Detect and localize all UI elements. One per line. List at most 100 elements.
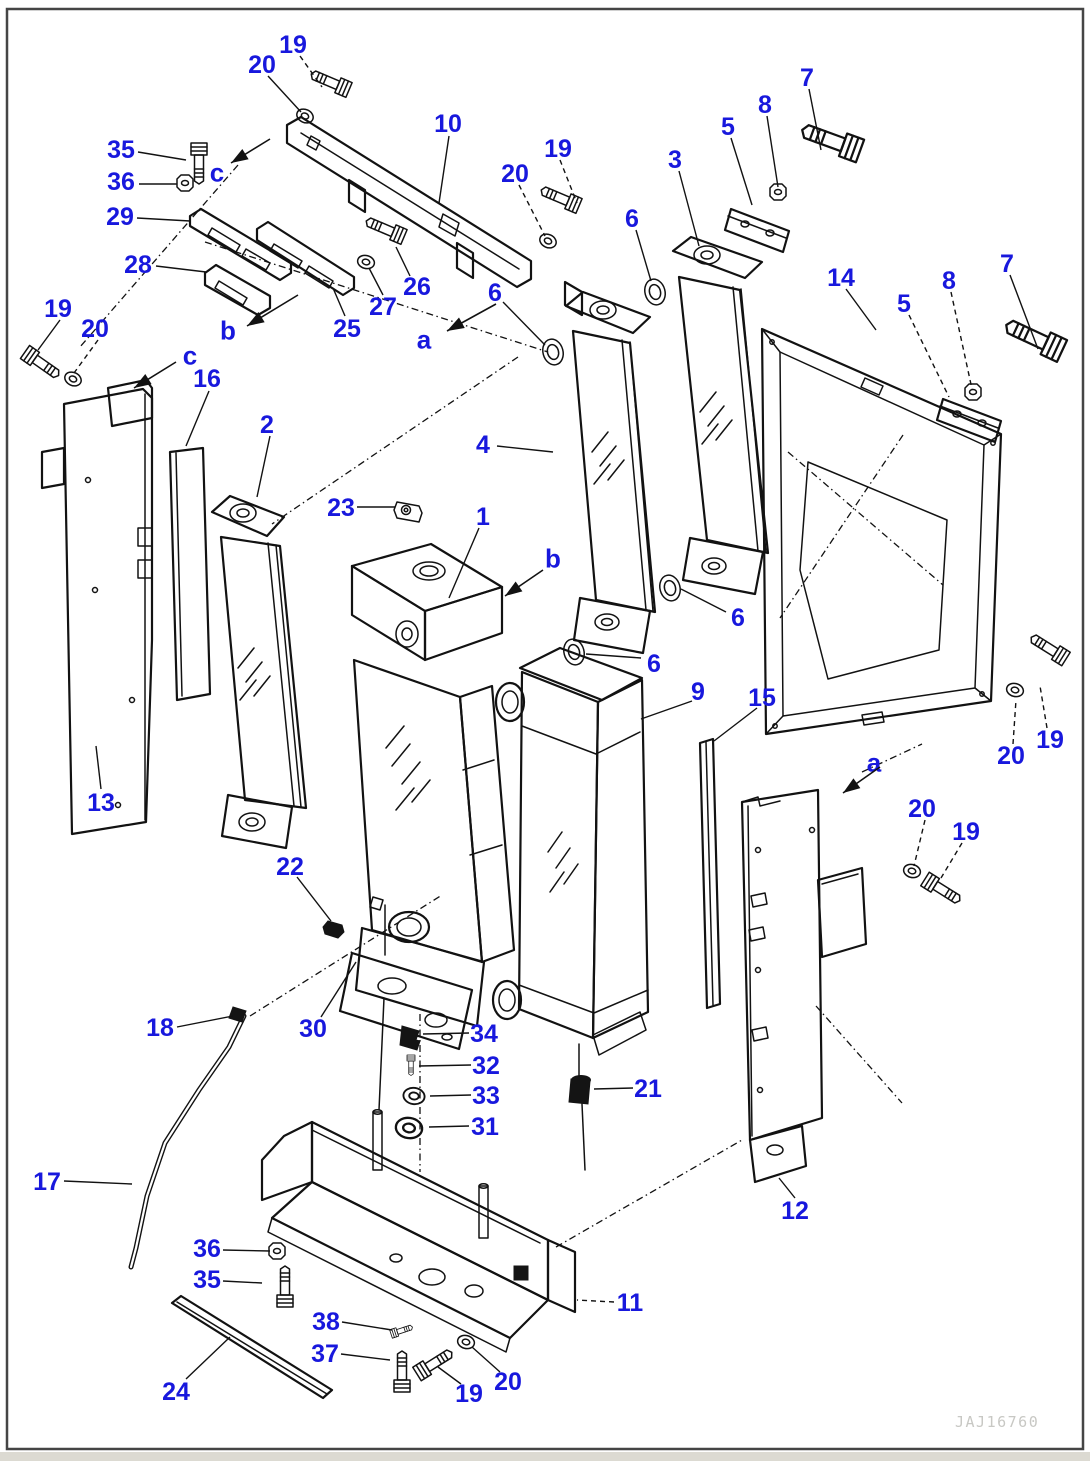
part-25-bracket [255, 220, 356, 297]
view-arrowhead-icon [134, 373, 152, 388]
callout-6: 6 [625, 205, 639, 233]
outlet-pipe [387, 910, 431, 944]
leader-line [640, 700, 693, 720]
assembly-axis [555, 1139, 743, 1248]
callout-20: 20 [908, 795, 936, 823]
callout-20: 20 [81, 315, 109, 343]
callout-23: 23 [327, 494, 355, 522]
part-22-nut [322, 920, 345, 939]
leader-line [713, 707, 758, 742]
callout-9: 9 [691, 678, 705, 706]
leader-line [185, 390, 210, 447]
callout-19: 19 [44, 295, 72, 323]
part-12-right-panel [740, 788, 868, 1184]
leader-line [63, 1180, 133, 1185]
callout-5: 5 [721, 113, 735, 141]
part-31-washer [393, 1115, 425, 1141]
callout-35: 35 [193, 1266, 221, 1294]
assembly-axis [861, 743, 923, 773]
callout-19: 19 [1036, 726, 1064, 754]
leader-line [908, 314, 950, 398]
core-hatching [591, 431, 625, 485]
leader-line [332, 287, 346, 317]
callout-29: 29 [106, 203, 134, 231]
callout-35: 35 [107, 136, 135, 164]
part-4-core [564, 290, 657, 655]
leader-line [437, 1366, 462, 1385]
assembly-axes [79, 164, 944, 1248]
callout-28: 28 [124, 251, 152, 279]
callout-32: 32 [472, 1052, 500, 1080]
callout-17: 17 [33, 1168, 61, 1196]
leader-line [95, 745, 102, 790]
assembly-axis [249, 894, 443, 1017]
assembly-axis [271, 356, 519, 525]
leader-line [1012, 699, 1017, 745]
part-9-oil-cooler [491, 646, 650, 1056]
part-28-bracket [203, 263, 272, 317]
leader-line [496, 445, 554, 453]
callout-34: 34 [470, 1020, 498, 1048]
callout-19: 19 [279, 31, 307, 59]
callout-18: 18 [146, 1014, 174, 1042]
view-label-b: b [545, 543, 561, 573]
leader-line [678, 170, 700, 247]
leader-line [950, 291, 973, 390]
drawing-number-watermark: JAJ16760 [955, 1413, 1039, 1431]
callout-2: 2 [260, 411, 274, 439]
leader-line [428, 1125, 470, 1128]
callout-20: 20 [501, 160, 529, 188]
part-23-clamp [393, 501, 423, 523]
leader-line [559, 159, 578, 204]
part-1-radiator [338, 542, 516, 1111]
view-arrowhead-icon [447, 317, 465, 331]
core-hatching [547, 831, 579, 893]
view-arrowhead-icon [843, 778, 861, 793]
part-35-bolt [276, 1265, 294, 1308]
assembly-axis [787, 451, 944, 586]
callout-36: 36 [107, 168, 135, 196]
part-34-clip-nut [399, 1025, 421, 1051]
part-35-bolt [190, 142, 208, 185]
leader-line [267, 75, 302, 113]
callout-8: 8 [942, 267, 956, 295]
callout-leader-lines [37, 55, 1048, 1385]
callout-31: 31 [471, 1113, 499, 1141]
leader-line [808, 88, 822, 151]
leader-line [576, 1299, 615, 1303]
part-19-bolt [307, 65, 353, 99]
callout-26: 26 [403, 273, 431, 301]
part-19-bolt [920, 871, 965, 909]
assembly-axis [779, 434, 904, 619]
callout-22: 22 [276, 853, 304, 881]
part-11-lower-frame [260, 1109, 577, 1353]
callout-1: 1 [476, 503, 490, 531]
view-arrowhead-icon [247, 312, 265, 326]
leader-line [341, 1321, 393, 1331]
part-19-bolt [537, 181, 583, 215]
leader-line [176, 1015, 234, 1028]
page-border [5, 7, 1085, 1451]
callout-6: 6 [731, 604, 745, 632]
part-15-seal-strip [698, 737, 722, 1010]
leader-line [222, 1249, 271, 1252]
callout-37: 37 [311, 1340, 339, 1368]
part-20-washer [61, 368, 85, 390]
callout-24: 24 [162, 1378, 190, 1406]
callout-13: 13 [87, 789, 115, 817]
view-label-c: c [183, 340, 197, 370]
leader-line [635, 229, 652, 282]
callout-3: 3 [668, 146, 682, 174]
part-6-grommet [656, 572, 684, 604]
callout-21: 21 [634, 1075, 662, 1103]
callout-25: 25 [333, 315, 361, 343]
part-24-bar [170, 1294, 334, 1400]
part-32-bolt [406, 1054, 416, 1076]
part-linework [19, 65, 1071, 1400]
assembly-axis [815, 1005, 903, 1104]
callout-11: 11 [617, 1289, 644, 1317]
leader-line [518, 184, 546, 237]
leader-line [299, 55, 323, 88]
